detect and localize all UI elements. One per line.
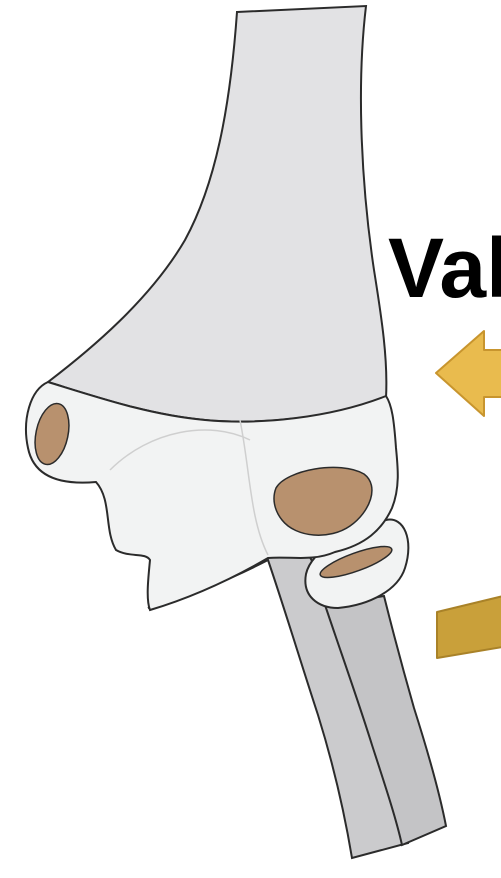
humerus-shaft bbox=[48, 6, 386, 422]
curved-arrow-icon bbox=[437, 592, 501, 658]
left-arrow-icon bbox=[436, 331, 501, 416]
diagram-title: Val bbox=[388, 226, 501, 310]
